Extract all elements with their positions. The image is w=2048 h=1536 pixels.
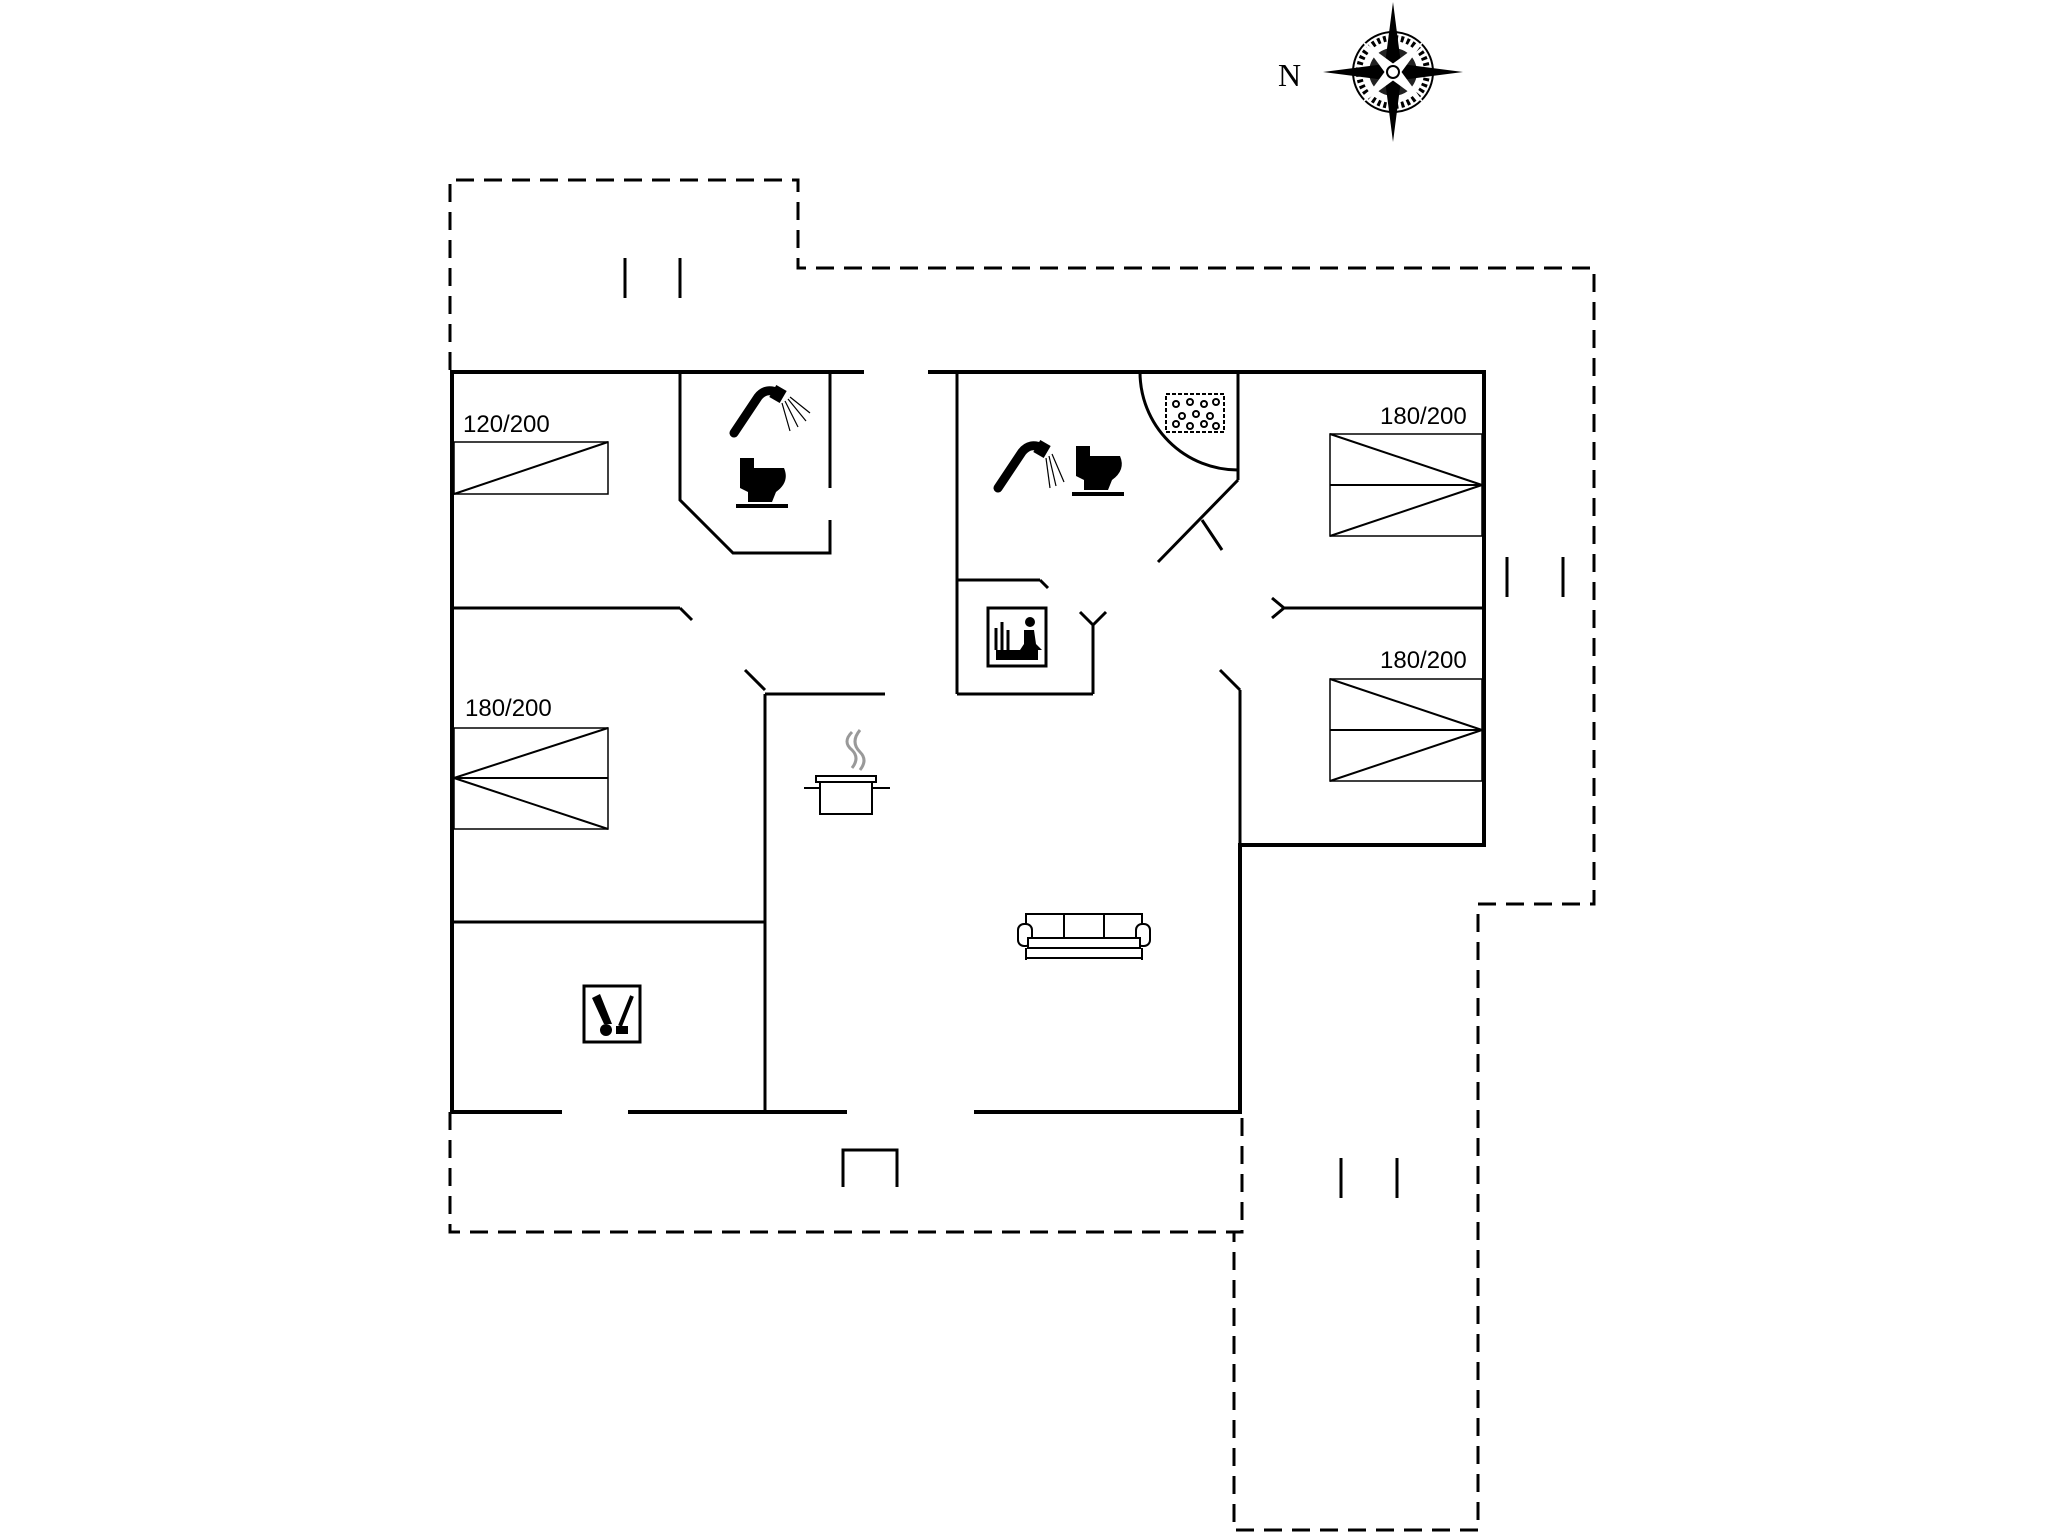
- sauna-icon: [986, 606, 1048, 668]
- utility-room-icon: [582, 984, 642, 1044]
- spa-bath-icon: [1165, 393, 1225, 433]
- terrace-outline: [448, 178, 1596, 1532]
- sofa-icon: [1017, 913, 1151, 960]
- compass-north-label: N: [1278, 57, 1301, 93]
- compass-rose-icon: [1323, 2, 1463, 142]
- toilet-icon: [736, 458, 788, 508]
- terrace-markers: [623, 258, 1565, 1198]
- bed-bedroom-2: [453, 727, 609, 830]
- compass: N: [1278, 2, 1463, 142]
- bed-label-180-200: 180/200: [1380, 647, 1467, 674]
- bed-label-180-200: 180/200: [465, 695, 552, 722]
- shower-icon: [729, 384, 811, 438]
- toilet-icon: [1072, 446, 1124, 496]
- cooking-pot-icon: [804, 729, 890, 815]
- bed-bedroom-3: [1329, 433, 1483, 537]
- bed-bedroom-1: [453, 441, 609, 495]
- bed-label-120-200: 120/200: [463, 411, 550, 438]
- bed-bedroom-4: [1329, 678, 1483, 782]
- interior-walls: [452, 371, 1484, 1112]
- shower-icon: [993, 439, 1065, 493]
- bed-label-180-200: 180/200: [1380, 403, 1467, 430]
